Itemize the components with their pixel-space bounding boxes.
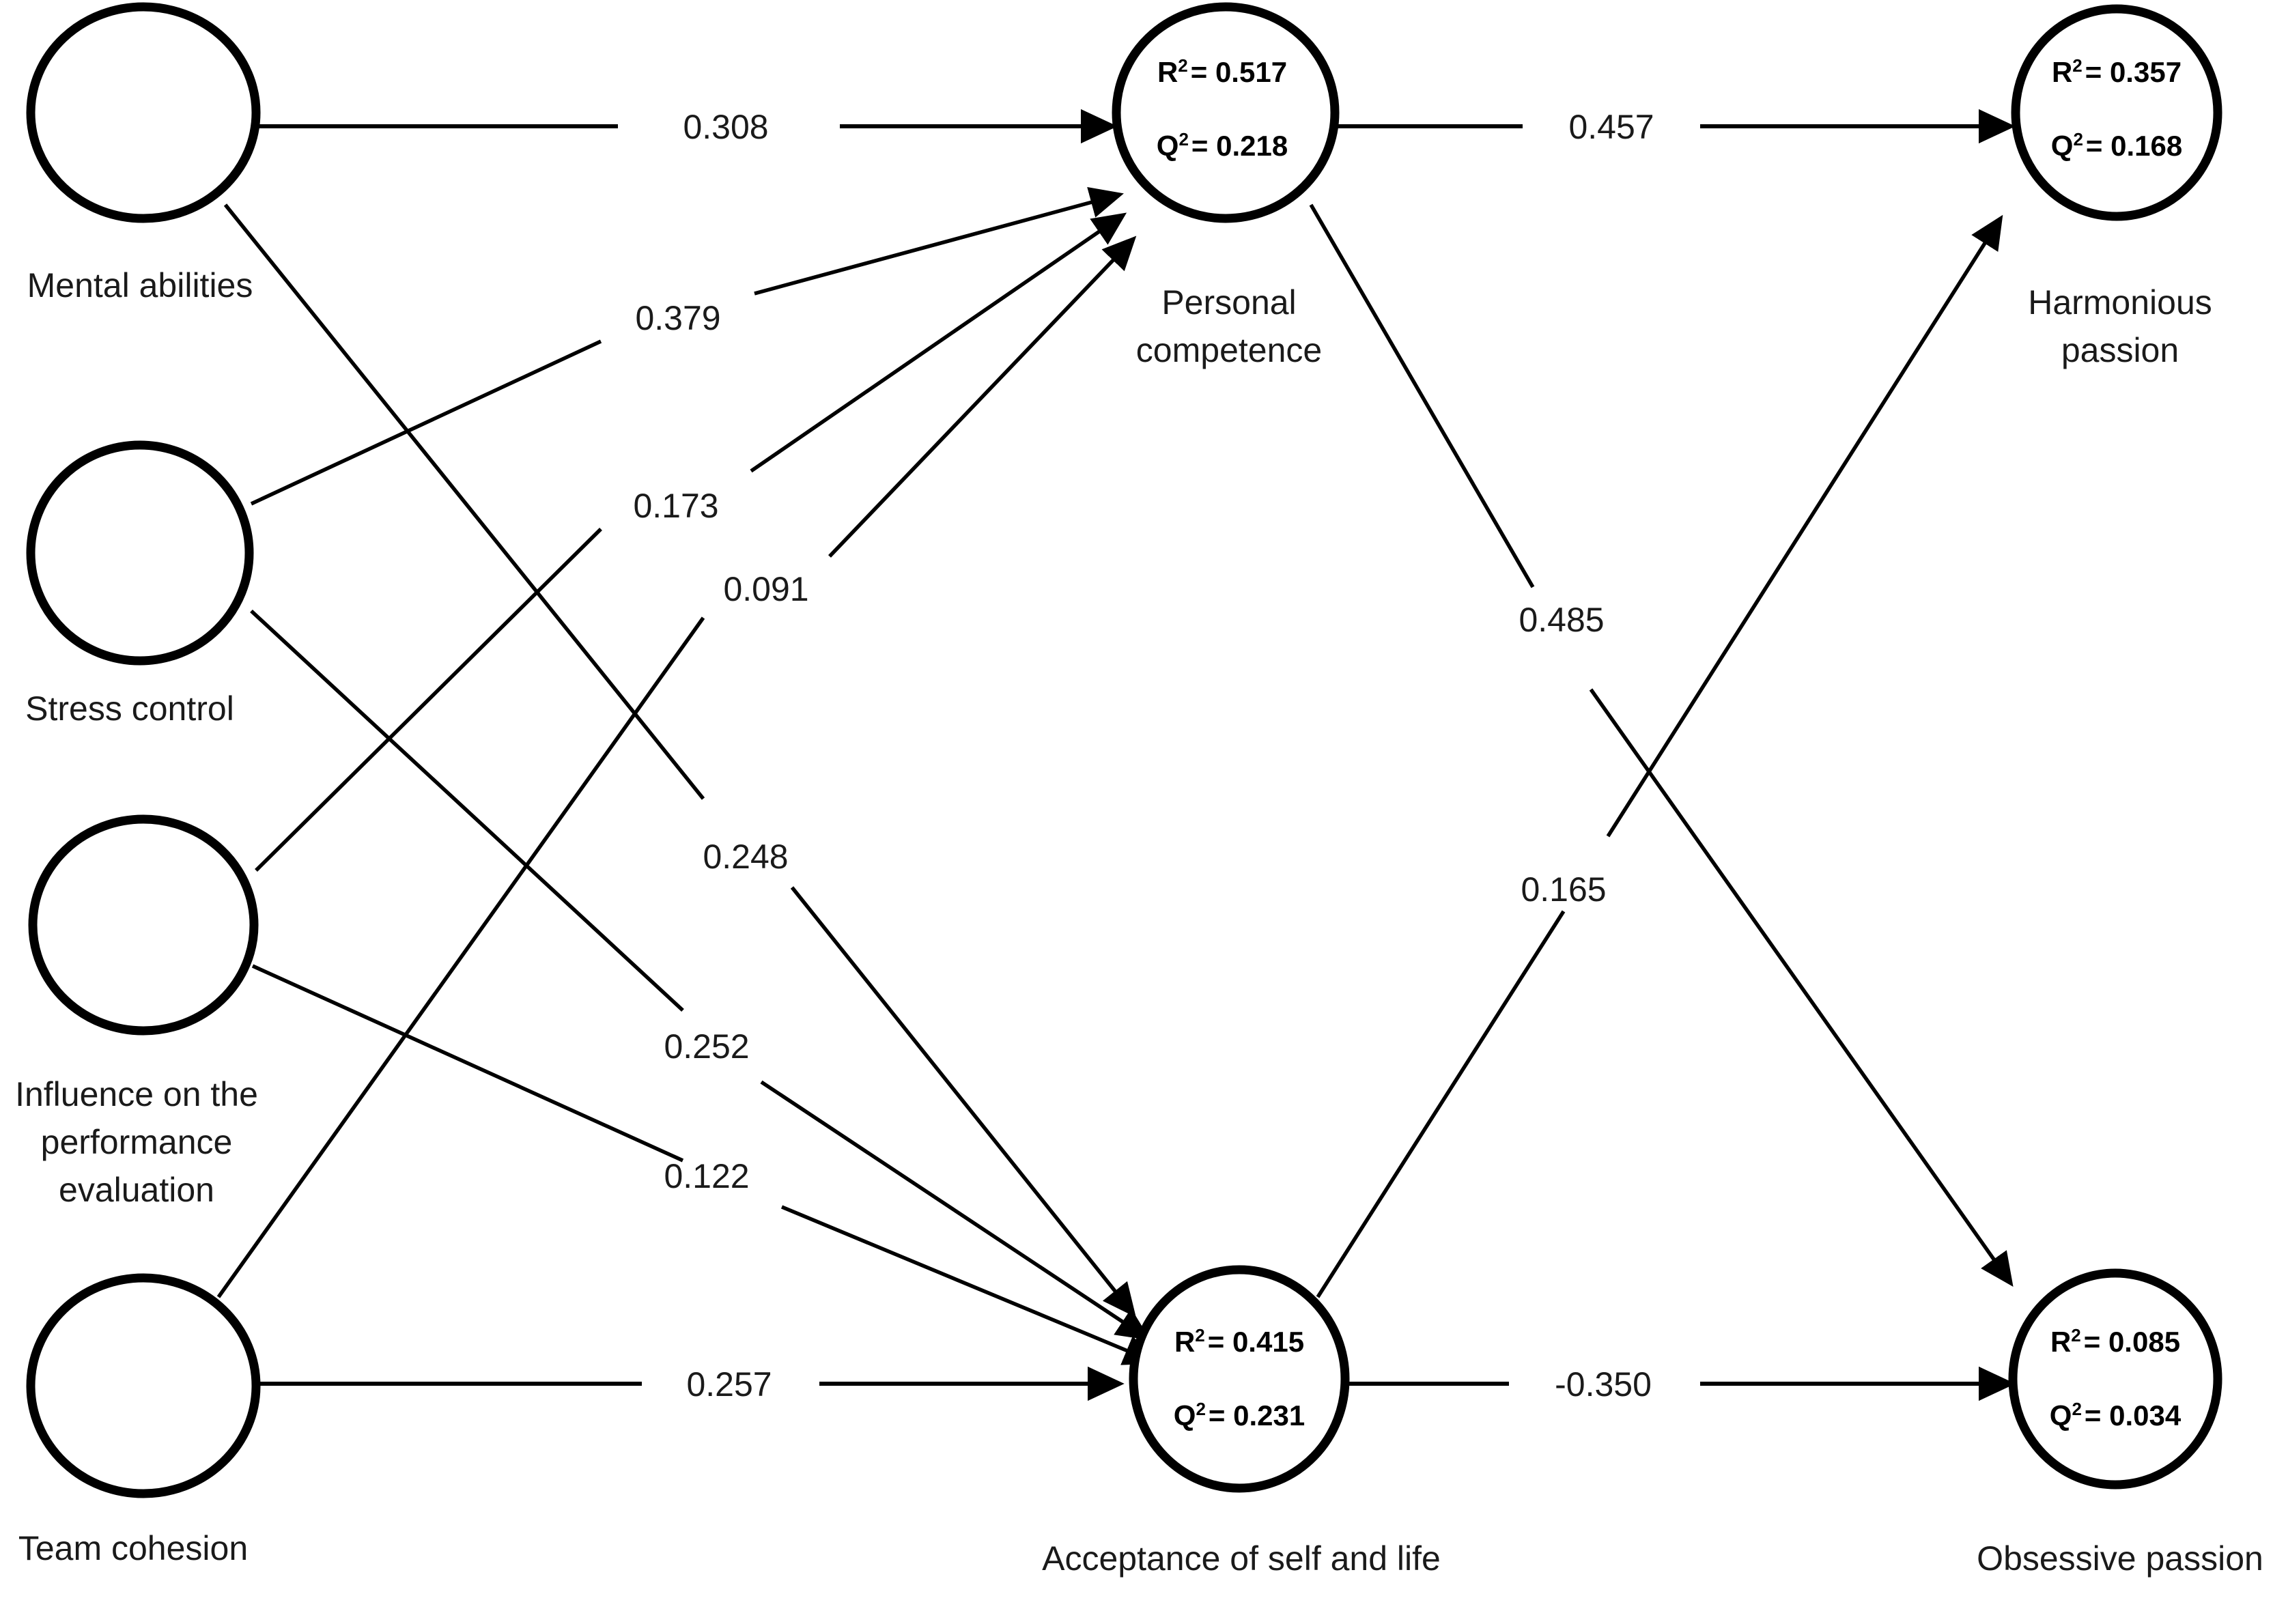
svg-text:0.252: 0.252	[664, 1027, 749, 1066]
coefficient-influence-performance-acceptance: 0.122	[664, 1157, 749, 1195]
path-stress-control-to-acceptance	[250, 609, 1151, 1341]
svg-text:0.248: 0.248	[703, 838, 788, 876]
node-label-personal-competence-line2: competence	[1136, 331, 1322, 369]
node-mental-abilities[interactable]: Mental abilities	[26, 2, 261, 304]
path-stress-control-to-personal-competence	[250, 187, 1124, 506]
node-stat-personal-competence-q2: Q2= 0.218	[1157, 129, 1288, 162]
node-stat-personal-competence-r2: R2= 0.517	[1157, 55, 1287, 88]
path-team-cohesion-to-personal-competence	[216, 236, 1137, 1298]
svg-text:0.165: 0.165	[1521, 870, 1606, 909]
node-stress-control[interactable]: Stress control	[25, 440, 254, 728]
path-personal-competence-to-obsessive-passion	[1309, 203, 2014, 1287]
svg-text:0.122: 0.122	[664, 1157, 749, 1195]
node-harmonious-passion[interactable]: R2= 0.357 Q2= 0.168 Harmonious passion	[2011, 4, 2222, 369]
svg-text:0.308: 0.308	[683, 108, 768, 146]
svg-text:-0.350: -0.350	[1555, 1365, 1652, 1404]
path-influence-performance-to-personal-competence	[255, 212, 1127, 872]
node-acceptance-of-self-and-life[interactable]: R2= 0.415 Q2= 0.231 Acceptance of self a…	[1042, 1265, 1441, 1578]
coefficient-team-cohesion-personal-competence: 0.091	[723, 570, 808, 608]
node-stat-harmonious-passion-q2: Q2= 0.168	[2051, 129, 2182, 162]
node-stat-obsessive-passion-q2: Q2= 0.034	[2050, 1399, 2182, 1431]
node-stat-acceptance-q2: Q2= 0.231	[1174, 1399, 1305, 1431]
node-label-acceptance-of-self-and-life: Acceptance of self and life	[1042, 1539, 1441, 1578]
coefficient-influence-performance-personal-competence: 0.173	[633, 487, 718, 525]
coefficient-mental-abilities-personal-competence: 0.308	[683, 108, 768, 146]
coefficient-acceptance-harmonious-passion: 0.165	[1521, 870, 1606, 909]
path-acceptance-to-harmonious-passion	[1316, 214, 2003, 1298]
svg-text:0.457: 0.457	[1568, 108, 1654, 146]
svg-text:0.173: 0.173	[633, 487, 718, 525]
node-stat-obsessive-passion-r2: R2= 0.085	[2050, 1325, 2180, 1358]
node-label-influence-performance-line1: Influence on the	[15, 1075, 258, 1113]
coefficient-personal-competence-obsessive-passion: 0.485	[1519, 601, 1604, 639]
coefficient-team-cohesion-acceptance: 0.257	[686, 1365, 772, 1404]
node-stat-acceptance-r2: R2= 0.415	[1174, 1325, 1304, 1358]
node-label-team-cohesion: Team cohesion	[18, 1529, 248, 1567]
node-influence-performance-evaluation[interactable]: Influence on the performance evaluation	[15, 814, 259, 1209]
node-team-cohesion[interactable]: Team cohesion	[18, 1273, 261, 1567]
path-influence-performance-to-acceptance	[251, 964, 1158, 1365]
node-stat-harmonious-passion-r2: R2= 0.357	[2052, 55, 2182, 88]
path-mental-abilities-to-acceptance	[223, 203, 1136, 1317]
node-label-influence-performance-line3: evaluation	[59, 1171, 214, 1209]
svg-text:0.091: 0.091	[723, 570, 808, 608]
coefficient-personal-competence-harmonious-passion: 0.457	[1568, 108, 1654, 146]
svg-text:0.379: 0.379	[635, 299, 720, 337]
node-label-harmonious-passion-line2: passion	[2061, 331, 2179, 369]
node-label-mental-abilities: Mental abilities	[27, 266, 253, 304]
node-label-harmonious-passion-line1: Harmonious	[2028, 283, 2212, 322]
node-label-personal-competence-line1: Personal	[1161, 283, 1296, 322]
svg-text:0.485: 0.485	[1519, 601, 1604, 639]
node-label-stress-control: Stress control	[25, 689, 234, 728]
node-label-obsessive-passion: Obsessive passion	[1977, 1539, 2263, 1578]
node-obsessive-passion[interactable]: R2= 0.085 Q2= 0.034 Obsessive passion	[1977, 1268, 2263, 1578]
coefficient-stress-control-acceptance: 0.252	[664, 1027, 749, 1066]
node-personal-competence[interactable]: R2= 0.517 Q2= 0.218 Personal competence	[1112, 2, 1340, 369]
coefficient-mental-abilities-acceptance: 0.248	[703, 838, 788, 876]
coefficient-stress-control-personal-competence: 0.379	[635, 299, 720, 337]
coefficient-acceptance-obsessive-passion: -0.350	[1555, 1365, 1652, 1404]
svg-text:0.257: 0.257	[686, 1365, 772, 1404]
node-label-influence-performance-line2: performance	[41, 1123, 233, 1161]
